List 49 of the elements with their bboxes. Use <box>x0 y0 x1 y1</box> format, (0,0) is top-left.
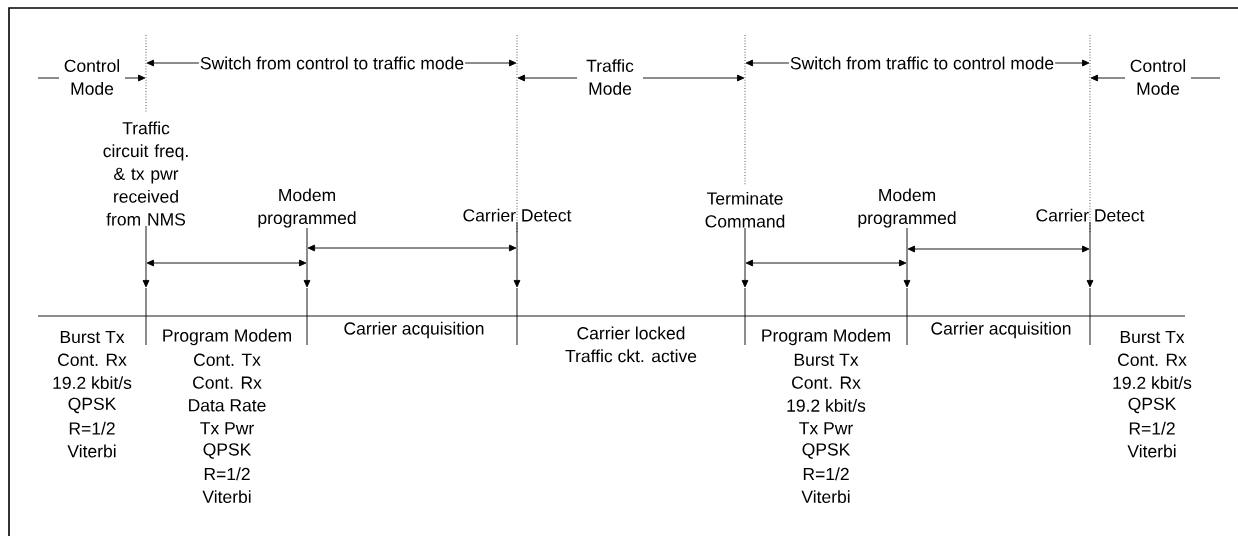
event-label: Modem programmed <box>258 188 356 228</box>
event-label: Modem programmed <box>858 188 956 228</box>
parameter-text: Viterbi <box>67 444 116 458</box>
parameter-text: Viterbi <box>1127 444 1176 458</box>
parameter-text: Program Modem <box>762 328 890 346</box>
parameter-text: QPSK <box>1128 397 1177 414</box>
parameter-text: Cont. Rx <box>792 376 861 389</box>
parameter-text: Carrier acquisition <box>344 321 484 339</box>
parameter-text: Burst Tx <box>794 353 859 366</box>
mode-label: Control Mode <box>1125 58 1191 96</box>
parameter-text: QPSK <box>68 397 117 414</box>
parameter-text: Burst Tx <box>1120 330 1185 344</box>
arrow <box>903 227 911 288</box>
parameter-text: R=1/2 <box>1129 421 1175 435</box>
parameter-text: Carrier locked <box>577 326 685 340</box>
parameter-text: 19.2 kbit/s <box>53 376 132 390</box>
parameter-text: Program Modem <box>163 328 291 346</box>
mode-label: Traffic Mode <box>577 58 643 96</box>
mode-label: Switch from control to traffic mode <box>198 55 466 71</box>
parameter-text: Tx Pwr <box>799 422 853 435</box>
arrow <box>513 221 521 288</box>
parameter-text: Data Rate <box>189 399 266 412</box>
parameter-text: Burst Tx <box>60 330 125 344</box>
parameter-text: Cont. Rx <box>193 376 262 389</box>
event-label: Carrier Detect <box>1036 208 1145 222</box>
parameter-text: Traffic ckt. active <box>565 349 697 363</box>
parameter-text: Carrier acquisition <box>931 321 1071 339</box>
parameter-text: Tx Pwr <box>200 422 254 435</box>
arrow <box>741 227 749 288</box>
event-label: Carrier Detect <box>463 208 572 222</box>
parameter-text: QPSK <box>203 443 252 459</box>
arrow <box>1086 221 1094 288</box>
arrow <box>303 227 311 288</box>
mode-label: Control Mode <box>59 58 125 96</box>
event-label: Terminate Command <box>705 191 785 228</box>
parameter-text: Viterbi <box>202 490 251 504</box>
parameter-text: 19.2 kbit/s <box>787 398 866 412</box>
event-label: Traffic circuit freq. & tx pwr received from NMS <box>103 121 188 226</box>
parameter-text: 19.2 kbit/s <box>1113 376 1192 390</box>
mode-label: Switch from traffic to control mode <box>788 55 1056 71</box>
arrow <box>142 225 150 288</box>
parameter-text: R=1/2 <box>204 467 250 481</box>
parameter-text: R=1/2 <box>69 421 115 435</box>
parameter-text: Viterbi <box>801 490 850 504</box>
parameter-text: Cont. Rx <box>58 353 127 366</box>
parameter-text: Cont. Tx <box>194 353 261 366</box>
parameter-text: R=1/2 <box>803 467 849 481</box>
parameter-text: QPSK <box>802 443 851 459</box>
parameter-text: Cont. Rx <box>1118 353 1187 366</box>
